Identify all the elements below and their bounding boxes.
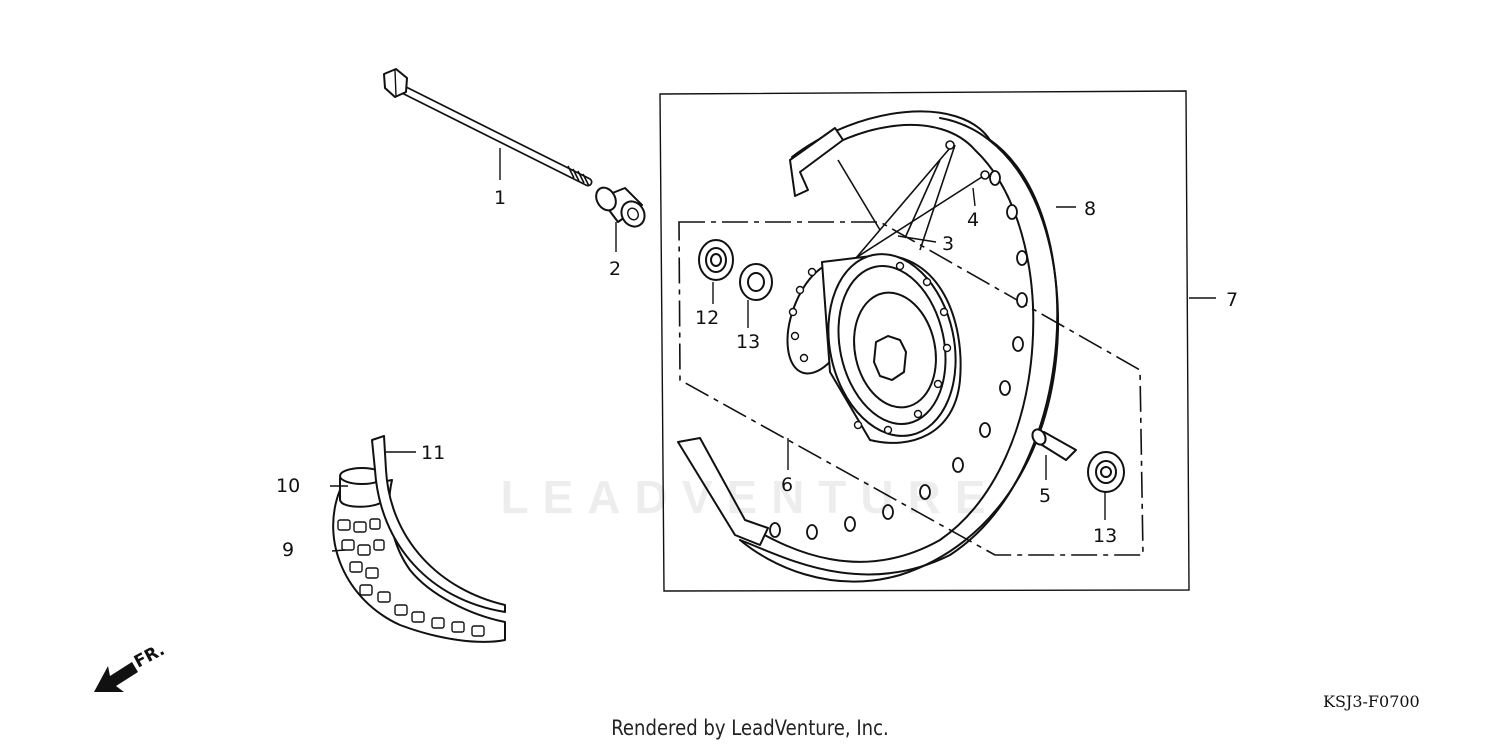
bearing-12 xyxy=(698,239,734,281)
axle-collar xyxy=(595,186,646,228)
wheel-rim xyxy=(677,110,1060,583)
callout-12: 12 xyxy=(695,307,719,329)
tire-group xyxy=(332,435,506,643)
credit-line: Rendered by LeadVenture, Inc. xyxy=(611,716,889,740)
bearing-13-lower xyxy=(1087,451,1125,493)
dust-seal-upper xyxy=(739,263,773,301)
callout-3: 3 xyxy=(942,233,954,255)
callout-6: 6 xyxy=(781,474,793,496)
callout-7: 7 xyxy=(1226,289,1238,311)
leader-lines xyxy=(330,148,1216,552)
spokes xyxy=(837,140,990,269)
hub-subassembly-outline xyxy=(678,221,1144,556)
callout-11: 11 xyxy=(421,442,445,464)
direction-label: FR. xyxy=(131,640,168,672)
axle-bolt xyxy=(383,68,593,187)
callout-10: 10 xyxy=(276,475,300,497)
diagram-code: KSJ3-F0700 xyxy=(1323,692,1420,711)
callout-13-lower: 13 xyxy=(1093,525,1117,547)
callout-1: 1 xyxy=(494,187,506,209)
callout-2: 2 xyxy=(609,258,621,280)
callout-4: 4 xyxy=(967,209,979,231)
callout-5: 5 xyxy=(1039,485,1051,507)
callout-8: 8 xyxy=(1084,198,1096,220)
watermark: LEADVENTURE xyxy=(500,471,1000,523)
callout-labels: 1 2 3 4 5 6 7 8 9 10 11 12 13 13 xyxy=(276,187,1238,561)
distance-collar xyxy=(1031,428,1077,461)
wheel-hub xyxy=(786,253,962,444)
front-direction-arrow: FR. xyxy=(94,640,168,692)
callout-13-upper: 13 xyxy=(736,331,760,353)
assembly-box xyxy=(659,90,1190,592)
callout-9: 9 xyxy=(282,539,294,561)
